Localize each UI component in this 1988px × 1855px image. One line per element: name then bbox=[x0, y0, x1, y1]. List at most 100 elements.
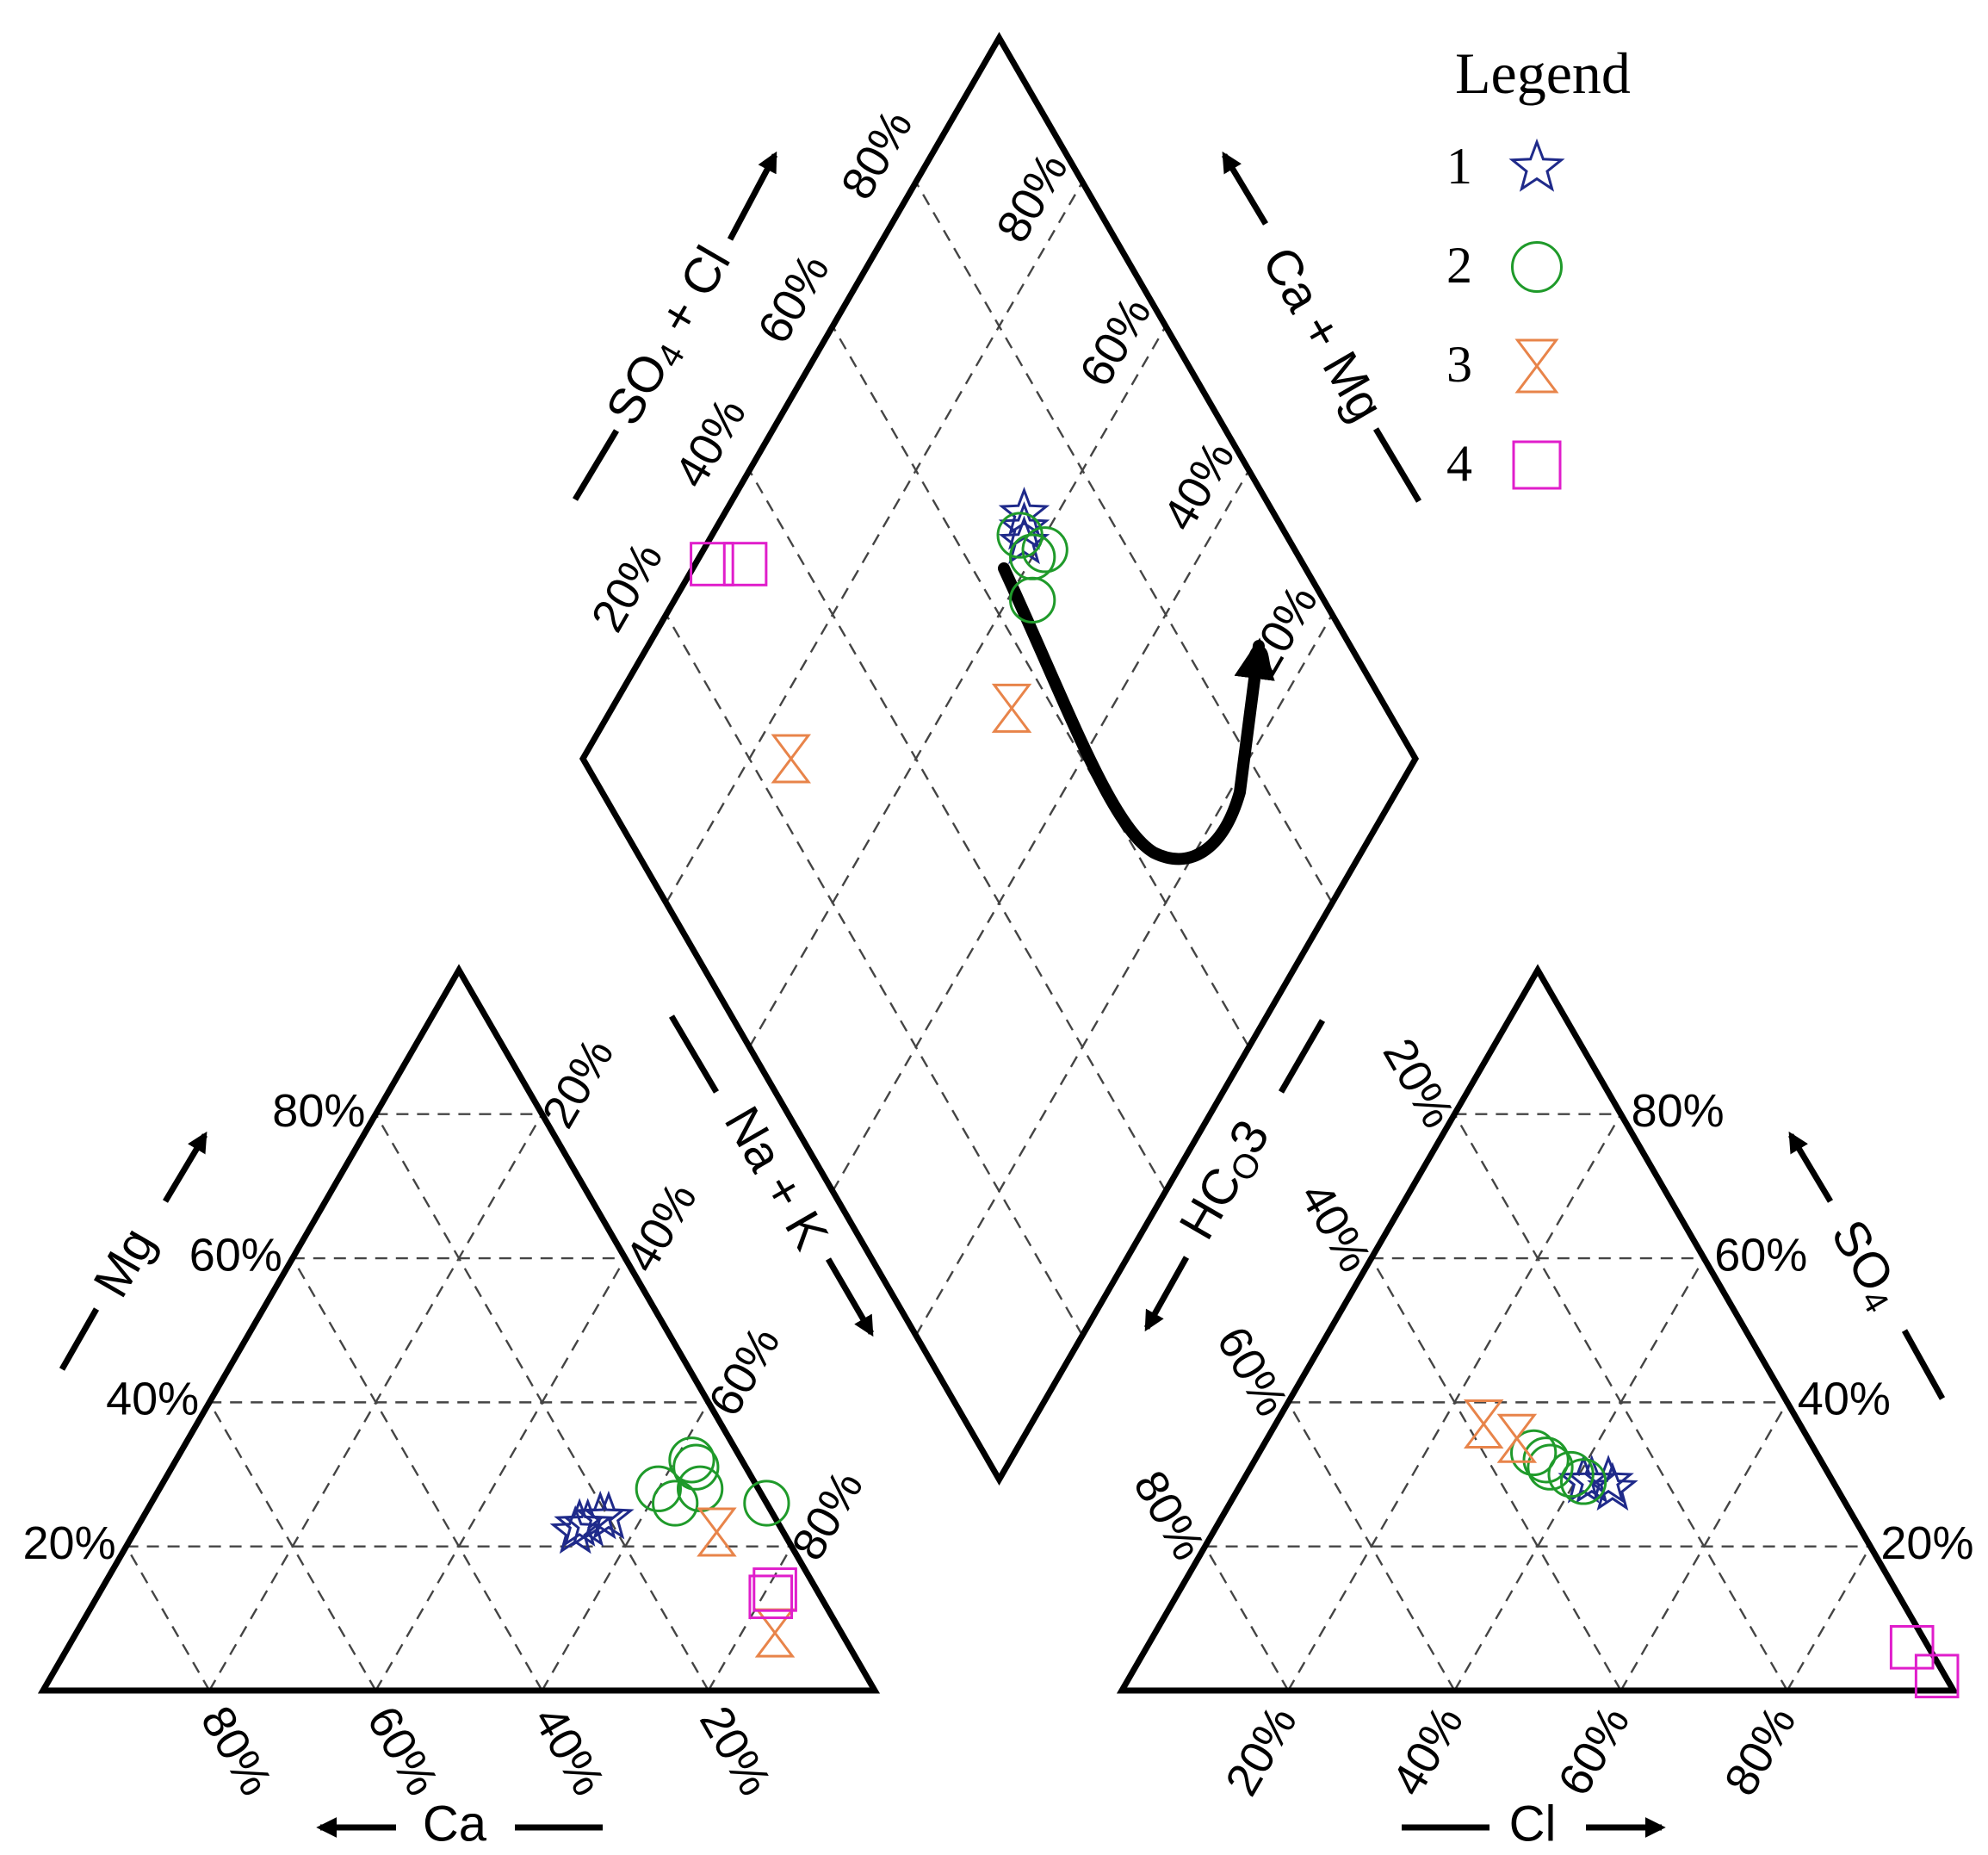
camg-axis-dash bbox=[1372, 427, 1422, 503]
legend: Legend 1 2 3 4 bbox=[1446, 40, 1631, 492]
anion-grid-line bbox=[1786, 1546, 1872, 1691]
anion-point bbox=[1522, 1436, 1570, 1484]
legend-label: 1 bbox=[1446, 138, 1472, 195]
anion-point bbox=[1464, 1399, 1504, 1449]
mg-axis-arrow bbox=[162, 1131, 208, 1203]
grid-lines bbox=[125, 181, 1872, 1691]
legend-label: 3 bbox=[1446, 336, 1472, 393]
nak-axis-title: Na + K bbox=[714, 1097, 839, 1259]
anion-point bbox=[1889, 1625, 1935, 1670]
so4cl-axis-arrow bbox=[727, 151, 778, 241]
hco3-axis-dash bbox=[1278, 1019, 1326, 1094]
diamond-point bbox=[771, 734, 811, 784]
nak-axis-arrow bbox=[825, 1257, 875, 1337]
anion-cl-tick: 80% bbox=[1715, 1697, 1806, 1804]
legend-marker-circle bbox=[1511, 241, 1563, 293]
diamond-camg-tick: 60% bbox=[1070, 288, 1161, 395]
cation-ca-tick: 20% bbox=[690, 1697, 781, 1804]
camg-axis-title: Ca + Mg bbox=[1251, 238, 1395, 431]
mg-axis-dash bbox=[59, 1307, 100, 1371]
diamond-point bbox=[722, 542, 768, 586]
diamond-point bbox=[991, 683, 1032, 733]
cation-point bbox=[752, 1567, 797, 1612]
hco3-axis-title: HCO3 bbox=[1168, 1111, 1283, 1250]
legend-marker-star bbox=[1508, 138, 1565, 192]
so4-axis-dash bbox=[1901, 1329, 1946, 1400]
so4-axis-arrow bbox=[1787, 1131, 1834, 1203]
cation-point bbox=[697, 1507, 737, 1557]
anion-point bbox=[1559, 1458, 1607, 1505]
data-points bbox=[549, 487, 1960, 1699]
cation-point bbox=[635, 1465, 682, 1512]
hco3-axis-arrow bbox=[1143, 1256, 1190, 1332]
diamond-point bbox=[690, 542, 734, 586]
anion-point bbox=[1527, 1443, 1574, 1491]
anion-point bbox=[1496, 1413, 1538, 1463]
cation-point bbox=[743, 1480, 790, 1527]
cation-point bbox=[672, 1443, 720, 1491]
anion-cl-tick: 40% bbox=[1382, 1697, 1473, 1804]
evolution-trend bbox=[998, 562, 1275, 865]
cation-mg-tick: 40% bbox=[106, 1374, 199, 1425]
cation-grid-line bbox=[291, 1257, 543, 1691]
anion-cl-tick: 60% bbox=[1548, 1697, 1639, 1804]
diamond-grid-line bbox=[665, 613, 1084, 1337]
so4-axis-title: SO4 bbox=[1818, 1211, 1914, 1319]
diamond-point bbox=[1021, 526, 1068, 574]
anion-point bbox=[1914, 1653, 1960, 1699]
cation-point bbox=[748, 1574, 794, 1620]
anion-so4-tick: 60% bbox=[1714, 1229, 1807, 1281]
cation-grid-line bbox=[375, 1257, 627, 1691]
diamond-point bbox=[998, 487, 1050, 536]
diamond-camg-tick: 40% bbox=[1153, 433, 1244, 540]
diamond-frame bbox=[579, 32, 1420, 1486]
anion-point bbox=[1510, 1429, 1558, 1477]
cation-point bbox=[668, 1436, 715, 1484]
cation-point bbox=[652, 1480, 699, 1527]
diamond-grid-line bbox=[914, 181, 1334, 904]
tick-labels: 20%20%20%20%20%20%20%20%40%40%40%40%40%4… bbox=[23, 102, 1974, 1804]
mg-axis-title: Mg bbox=[83, 1219, 166, 1306]
cation-ca-tick: 60% bbox=[357, 1697, 449, 1804]
trend-arrow bbox=[998, 562, 1275, 865]
frames bbox=[37, 32, 1960, 1694]
diamond-grid-line bbox=[748, 326, 1167, 1048]
anion-triangle-frame bbox=[1116, 964, 1960, 1694]
anion-point bbox=[1547, 1450, 1595, 1498]
diamond-grid-line bbox=[832, 326, 1250, 1048]
cation-ca-tick: 80% bbox=[190, 1697, 282, 1804]
anion-grid-line bbox=[1370, 1257, 1622, 1691]
legend-title: Legend bbox=[1455, 40, 1631, 106]
cation-point bbox=[554, 1498, 605, 1547]
diamond-grid-line bbox=[665, 181, 1084, 904]
cation-grid-line bbox=[375, 1114, 709, 1691]
cation-mg-tick: 20% bbox=[23, 1517, 116, 1569]
diamond-grid-line bbox=[832, 469, 1250, 1192]
diamond-point bbox=[996, 512, 1044, 559]
legend-label: 2 bbox=[1446, 237, 1472, 294]
cation-mg-tick: 80% bbox=[272, 1085, 365, 1137]
cl-axis-title: Cl bbox=[1509, 1796, 1557, 1852]
cation-point bbox=[583, 1490, 635, 1540]
diamond-grid-line bbox=[748, 469, 1167, 1192]
anion-so4-tick: 20% bbox=[1880, 1517, 1973, 1569]
legend-label: 4 bbox=[1446, 435, 1472, 492]
ca-axis-title: Ca bbox=[423, 1796, 487, 1852]
anion-cl-tick: 20% bbox=[1216, 1697, 1307, 1804]
diamond-point bbox=[1009, 533, 1056, 580]
legend-marker-hourglass bbox=[1514, 338, 1559, 394]
so4cl-axis-dash bbox=[572, 429, 620, 501]
diamond-camg-tick: 80% bbox=[987, 145, 1078, 251]
anion-grid-line bbox=[1204, 1546, 1290, 1691]
nak-axis-dash bbox=[668, 1014, 720, 1094]
anion-so4-tick: 80% bbox=[1632, 1085, 1725, 1137]
cation-ca-tick: 40% bbox=[523, 1697, 615, 1804]
cation-triangle-frame bbox=[37, 964, 881, 1694]
diamond-point bbox=[998, 500, 1050, 550]
camg-axis-arrow bbox=[1221, 151, 1269, 226]
anion-grid-line bbox=[1453, 1114, 1788, 1691]
anion-so4-tick: 40% bbox=[1798, 1374, 1891, 1425]
cation-grid-line bbox=[125, 1546, 211, 1691]
legend-marker-square bbox=[1512, 440, 1562, 490]
